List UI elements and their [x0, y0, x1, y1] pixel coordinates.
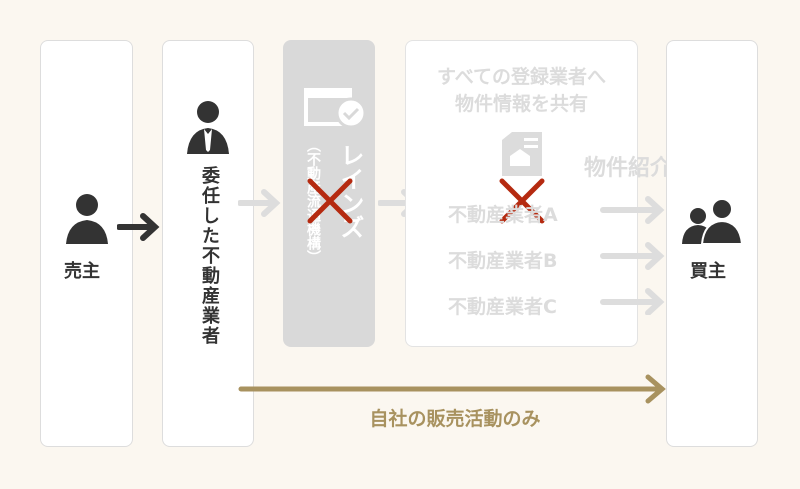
reins-sub-label: （不動産流通機構）	[305, 138, 321, 264]
arrow-faded-icon	[238, 189, 281, 217]
share-title-line1: すべての登録業者へ	[437, 66, 606, 88]
share-card	[405, 40, 638, 347]
arrow-icon	[117, 213, 160, 241]
own-sales-label: 自社の販売活動のみ	[369, 408, 541, 430]
cross-icon	[499, 178, 545, 224]
agent-c-label: 不動産業者C	[448, 296, 557, 318]
browser-check-icon	[304, 88, 366, 129]
agent-b-label: 不動産業者B	[448, 250, 558, 272]
buyer-label: 買主	[690, 261, 726, 282]
businessman-icon	[187, 101, 229, 154]
agent-label: 委任した不動産業者	[199, 166, 220, 346]
arrows-faded-icon	[600, 196, 665, 315]
property-document-icon	[502, 132, 542, 176]
share-title-line2: 物件情報を共有	[454, 93, 588, 115]
intro-label: 物件紹介	[584, 156, 673, 181]
agent-a-label: 不動産業者A	[448, 204, 558, 226]
seller-label: 売主	[64, 261, 100, 282]
people-icon	[682, 198, 744, 244]
own-sales-arrow-icon	[238, 374, 666, 404]
cross-icon	[307, 178, 353, 224]
person-icon	[66, 194, 108, 244]
